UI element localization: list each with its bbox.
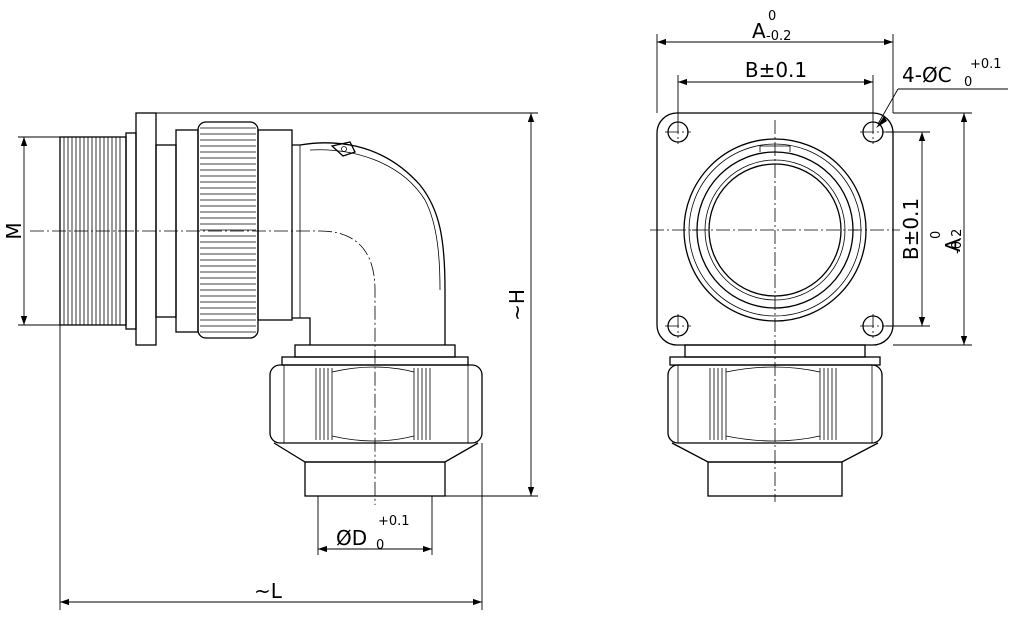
label-D: ØD	[336, 526, 367, 550]
dim-L: ~L	[59, 325, 483, 610]
label-A-side-sup: 0	[929, 231, 944, 239]
dim-C: 4-ØC 0 +0.1	[876, 57, 1008, 128]
label-D-sup: +0.1	[378, 514, 410, 529]
label-C-sub: 0	[964, 75, 972, 90]
label-A-side-sub: -0.2	[950, 229, 965, 254]
label-M: M	[2, 222, 26, 239]
elbow-body	[292, 141, 446, 345]
side-view: M ~H ~L ØD 0 +0.1	[2, 112, 538, 610]
label-A-top-sup: 0	[768, 9, 776, 24]
label-A-top: A	[752, 19, 766, 43]
dim-B-side: B±0.1	[886, 131, 930, 327]
label-L: ~L	[254, 579, 283, 603]
label-B-side: B±0.1	[899, 198, 923, 260]
mounting-flange	[135, 112, 157, 346]
dim-H: ~H	[156, 112, 538, 497]
dim-A-side: A 0 -0.2	[893, 112, 972, 346]
label-C-sup: +0.1	[970, 57, 1002, 72]
label-A-side: A	[941, 238, 965, 252]
dim-B-top: B±0.1	[677, 58, 874, 120]
label-H: ~H	[505, 289, 529, 321]
label-D-sub: 0	[376, 538, 384, 553]
knurled-coupling-nut	[197, 121, 259, 339]
front-view: A 0 -0.2 B±0.1 4-ØC 0 +0.1 B±0.1	[650, 9, 1008, 502]
cable-gland	[269, 344, 483, 497]
label-C: 4-ØC	[902, 63, 952, 87]
label-B-top: B±0.1	[745, 58, 807, 82]
dim-A-top: A 0 -0.2	[656, 9, 894, 113]
dim-M: M	[2, 136, 60, 326]
dim-D: ØD 0 +0.1	[317, 496, 433, 555]
label-A-top-sub: -0.2	[766, 29, 791, 44]
